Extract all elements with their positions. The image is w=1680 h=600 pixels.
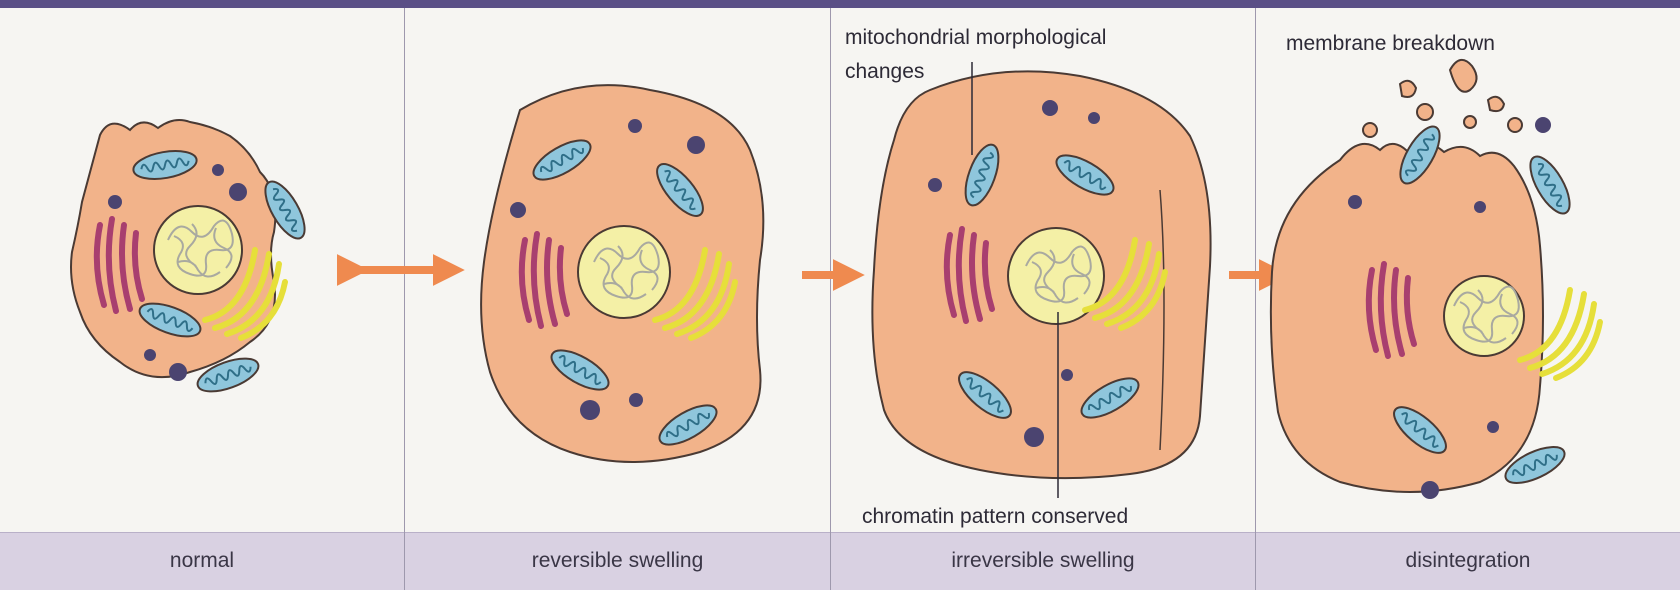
caption-irreversible-swelling: irreversible swelling (831, 532, 1256, 590)
cell-reversible-swelling (481, 85, 763, 462)
cell-disintegration (1271, 60, 1600, 499)
bottom-strip (0, 590, 1680, 600)
cell-normal (71, 120, 312, 398)
cell-illustrations: mitochondrial morphological changes chro… (0, 0, 1680, 532)
caption-disintegration: disintegration (1256, 532, 1680, 590)
membrane-debris (1363, 60, 1522, 137)
annotation-mitochondrial-line2: changes (845, 60, 924, 83)
annotation-mitochondrial-line1: mitochondrial morphological (845, 26, 1106, 49)
caption-reversible-swelling: reversible swelling (405, 532, 831, 590)
annotation-chromatin: chromatin pattern conserved (862, 505, 1128, 528)
cell-irreversible-swelling (872, 62, 1210, 498)
annotation-membrane-breakdown: membrane breakdown (1286, 32, 1495, 55)
caption-normal: normal (0, 532, 405, 590)
